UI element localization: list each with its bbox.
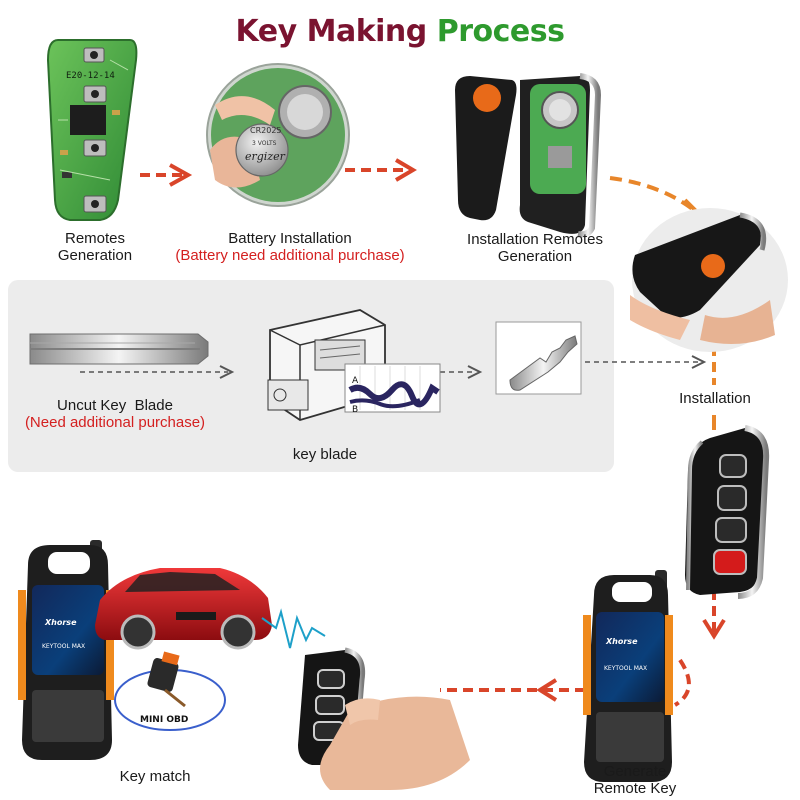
installation-image: [630, 208, 788, 352]
caption-remotes-line2: Generation: [57, 247, 133, 264]
caption-install-remotes-line1: Installation Remotes: [467, 231, 603, 248]
remote-key-image: [685, 425, 770, 599]
flow-arrow-5: [702, 590, 726, 640]
flow-arrow-7: [440, 678, 585, 702]
red-car-image: [95, 568, 272, 650]
caption-installation: Installation: [679, 390, 751, 407]
panel-arrow-3: [585, 355, 707, 369]
device-left-model: KEYTOOL MAX: [42, 643, 85, 650]
caption-key-blade: key blade: [292, 446, 358, 463]
caption-install-remotes-line2: Generation: [497, 248, 573, 265]
caption-uncut-key-blade: Uncut Key Blade (Need additional purchas…: [10, 397, 220, 431]
mini-obd-image: [114, 651, 226, 731]
caption-battery-note: (Battery need additional purchase): [175, 247, 405, 264]
flow-arrow-1: [140, 163, 193, 187]
obd-label: MINI OBD: [140, 715, 188, 725]
page-title: Key Making Process: [0, 14, 800, 49]
battery-volts: 3 VOLTS: [252, 140, 277, 147]
panel-arrow-2: [440, 365, 483, 379]
remote-shell-image: [455, 73, 602, 238]
battery-brand: ergizer: [245, 150, 286, 163]
cut-key-blade-image: [495, 321, 582, 395]
title-part1: Key Making: [235, 14, 428, 49]
caption-uncut-note: (Need additional purchase): [24, 414, 206, 431]
caption-remotes-line1: Remotes: [64, 230, 126, 247]
battery-code: CR2025: [250, 126, 282, 135]
pcb-label: E20-12-14: [66, 71, 115, 81]
title-part2: Process: [436, 14, 565, 49]
battery-installation-image: [206, 63, 350, 207]
blade-profile-chart: [344, 363, 441, 413]
caption-installation-remotes: Installation Remotes Generation: [445, 231, 625, 265]
caption-uncut-label: Uncut Key Blade: [57, 397, 173, 414]
caption-generate-line1: Generate: [603, 763, 667, 780]
caption-key-match: Key match: [119, 768, 191, 785]
signal-wave-icon: [261, 608, 326, 649]
device-right-brand: Xhorse: [605, 637, 638, 646]
caption-battery-label: Battery Installation: [228, 230, 352, 247]
pcb-board-image: [46, 39, 138, 221]
keytool-device-left-image: [18, 540, 114, 760]
device-left-brand: Xhorse: [44, 618, 77, 627]
blade-marker-b: B: [352, 405, 358, 415]
caption-battery-installation: Battery Installation (Battery need addit…: [150, 230, 430, 264]
caption-generate-line2: Remote Key: [593, 780, 677, 797]
keytool-device-right-image: [583, 570, 673, 782]
caption-generate-remote-key: Generate Remote Key: [580, 763, 690, 797]
uncut-key-blade-image: [29, 333, 209, 365]
hand-remote-image: [298, 647, 470, 790]
panel-arrow-1: [80, 365, 235, 379]
caption-remotes-generation: Remotes Generation: [40, 230, 150, 264]
device-right-model: KEYTOOL MAX: [604, 665, 647, 672]
flow-arrow-2: [345, 158, 417, 182]
blade-marker-a: A: [352, 376, 359, 386]
flow-arrow-6: [673, 658, 691, 707]
